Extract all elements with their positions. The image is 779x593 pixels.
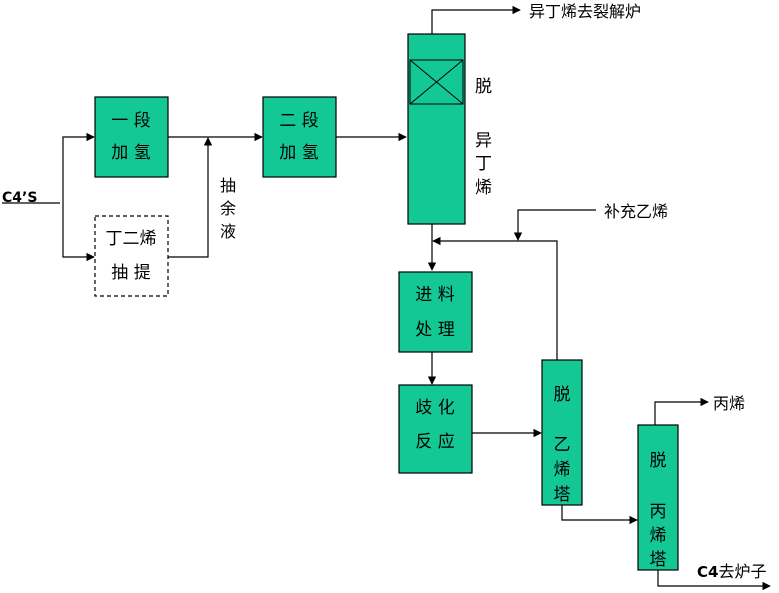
deethylene-label-2: 乙	[554, 435, 571, 455]
deethylene-label-1: 脱	[554, 385, 571, 405]
depropylene-label-2: 丙	[650, 502, 667, 522]
packing-section	[409, 59, 464, 105]
hydrogenation-2-line1: 二 段	[279, 111, 318, 131]
unit-hydrogenation-1: 一 段 加 氢	[94, 96, 169, 178]
disproportionation-line1: 歧 化	[415, 398, 454, 418]
depropylene-tower	[637, 424, 679, 571]
feed-to-hydro1-line	[62, 132, 95, 203]
unit-hydrogenation-2: 二 段 加 氢	[262, 96, 337, 178]
c4-out-suffix: 去炉子	[718, 562, 766, 581]
disproportionation-line2: 反 应	[415, 432, 454, 452]
propylene-out-label: 丙烯	[713, 394, 745, 413]
hydrogenation-2-box	[262, 96, 337, 178]
raffinate-line	[168, 137, 213, 258]
unit-feed-treatment: 进 料 处 理	[398, 271, 473, 353]
unit-deethylene-tower: 脱 乙 烯 塔	[541, 359, 583, 506]
ethylene-recycle-line	[432, 236, 558, 360]
unit-depropylene-tower: 脱 丙 烯 塔	[637, 424, 679, 571]
butadiene-extraction-line2: 抽 提	[111, 263, 150, 283]
deisobutylene-label-3: 烯	[475, 178, 492, 198]
deisobutylene-label-1: 异	[475, 131, 492, 151]
deethylene-label-3: 烯	[554, 460, 571, 480]
hydrogenation-1-line2: 加 氢	[111, 143, 150, 163]
hydrogenation-1-box	[94, 96, 169, 178]
deethylene-tower	[541, 359, 583, 506]
isobutylene-out-label: 异丁烯去裂解炉	[529, 2, 641, 21]
isobutylene-out-line	[431, 5, 521, 34]
depropylene-label-4: 塔	[650, 550, 667, 570]
makeup-ethylene-label: 补充乙烯	[604, 202, 668, 221]
depropylene-label-3: 烯	[650, 526, 667, 546]
deisobutylene-label-top: 脱	[475, 77, 492, 97]
c4-out-label: C4去炉子	[697, 562, 766, 581]
unit-disproportionation: 歧 化 反 应	[398, 384, 473, 474]
packing-cross-b	[409, 59, 464, 105]
hydrogenation-2-line2: 加 氢	[279, 143, 318, 163]
feed-treatment-box	[398, 271, 473, 353]
feed-to-extraction-line	[62, 203, 95, 262]
c4-out-prefix: C4	[697, 563, 718, 581]
butadiene-extraction-box	[94, 215, 169, 297]
c4-out-line	[657, 570, 771, 591]
feed-treatment-line1: 进 料	[415, 285, 454, 305]
propylene-out-line	[654, 397, 709, 425]
feed-label: C4’S	[2, 190, 37, 206]
deethylene-to-depropylene-line	[561, 505, 638, 525]
deethylene-label-4: 塔	[554, 485, 571, 505]
unit-butadiene-extraction: 丁二烯 抽 提	[94, 215, 169, 297]
deisobutylene-column	[407, 33, 466, 225]
makeup-ethylene-line	[513, 209, 596, 241]
feed-treatment-line2: 处 理	[415, 320, 454, 340]
disproportionation-box	[398, 384, 473, 474]
raffinate-char-3: 液	[220, 222, 236, 241]
hydrogenation-1-line1: 一 段	[111, 111, 150, 131]
unit-deisobutylene-column	[407, 33, 466, 225]
raffinate-char-1: 抽	[220, 176, 236, 195]
raffinate-char-2: 余	[220, 199, 236, 218]
depropylene-label-1: 脱	[650, 451, 667, 471]
deisobutylene-label-2: 丁	[475, 154, 492, 174]
butadiene-extraction-line1: 丁二烯	[106, 229, 157, 249]
